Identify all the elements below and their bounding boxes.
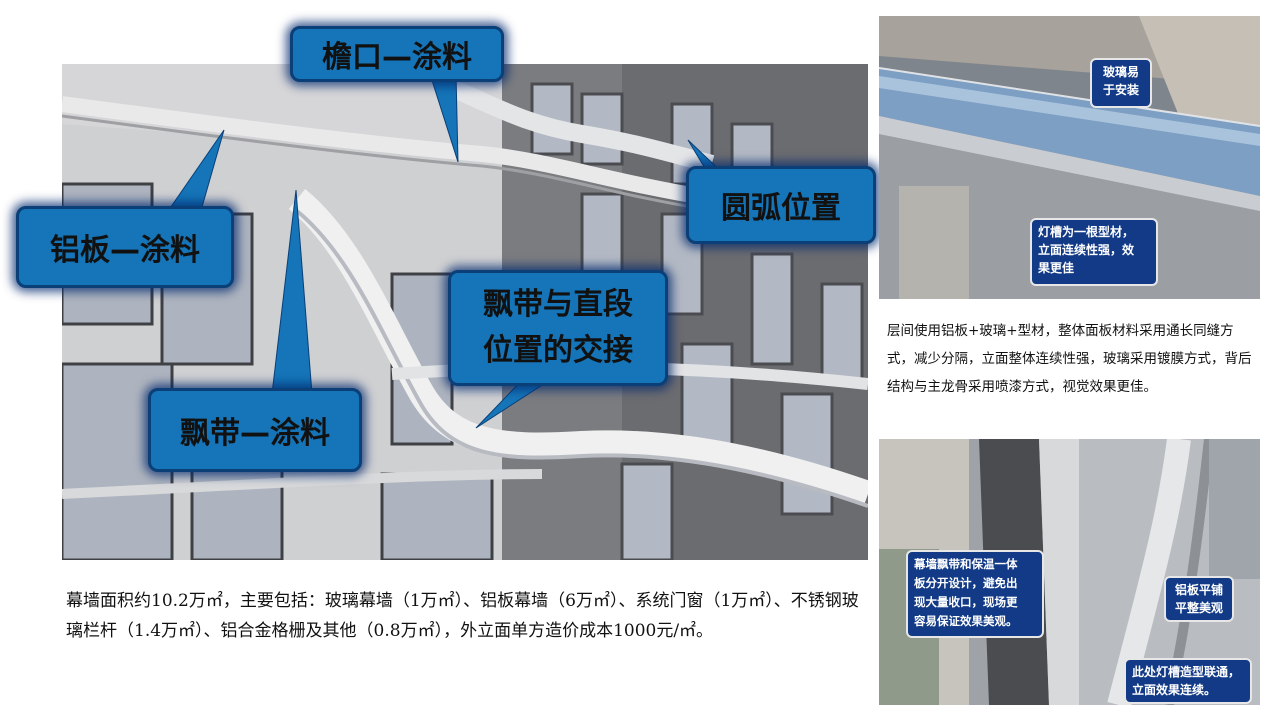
callout-lamp-slot: 此处灯槽造型联通， 立面效果连续。	[1124, 658, 1252, 704]
callout-junction-line1: 飘带与直段	[483, 287, 633, 322]
callout-aluminum-coating: 铝板—涂料	[16, 206, 234, 288]
callout-ribbon-insulation: 幕墙飘带和保温一体 板分开设计，避免出 现大量收口，现场更 容易保证效果美观。	[906, 550, 1044, 638]
callout-lamp-profile: 灯槽为一根型材， 立面连续性强，效 果更佳	[1030, 218, 1158, 286]
callout-ribbon-ins-line1: 幕墙飘带和保温一体	[914, 557, 1018, 571]
callout-ribbon-coating: 飘带—涂料	[148, 388, 362, 472]
callout-glass-line1: 玻璃易	[1102, 65, 1139, 79]
callout-ribbon-junction: 飘带与直段 位置的交接	[448, 270, 668, 386]
side-description: 层间使用铝板+玻璃+型材，整体面板材料采用通长同缝方式，减少分隔，立面整体连续性…	[887, 323, 1252, 395]
main-description: 幕墙面积约10.2万㎡，主要包括：玻璃幕墙（1万㎡）、铝板幕墙（6万㎡）、系统门…	[66, 591, 859, 641]
callout-lamp-line1: 灯槽为一根型材，	[1038, 225, 1135, 239]
callout-glass-line2: 于安装	[1102, 83, 1139, 97]
callout-junction-line2: 位置的交接	[483, 333, 633, 368]
callout-lamp-slot-line2: 立面效果连续。	[1132, 683, 1217, 697]
callout-flat-line2: 平整美观	[1174, 601, 1223, 615]
callout-eave-coating: 檐口—涂料	[290, 26, 504, 82]
photo-glass-drawing	[879, 16, 1260, 299]
callout-ribbon-text: 飘带—涂料	[180, 416, 330, 451]
callout-aluminum-text: 铝板—涂料	[50, 233, 200, 268]
callout-lamp-line2: 立面连续性强，效	[1038, 243, 1135, 257]
callout-aluminum-flat: 铝板平铺 平整美观	[1164, 576, 1234, 622]
callout-flat-line1: 铝板平铺	[1174, 583, 1223, 597]
callout-ribbon-ins-line3: 现大量收口，现场更	[914, 595, 1018, 609]
callout-glass-easy-install: 玻璃易 于安装	[1090, 58, 1152, 108]
callout-ribbon-ins-line2: 板分开设计，避免出	[914, 576, 1018, 590]
callout-eave-text: 檐口—涂料	[322, 40, 472, 75]
callout-arc-position: 圆弧位置	[686, 166, 876, 244]
callout-ribbon-ins-line4: 容易保证效果美观。	[914, 614, 1018, 628]
photo-glass-installation	[879, 16, 1260, 299]
callout-arc-text: 圆弧位置	[721, 191, 841, 226]
callout-lamp-line3: 果更佳	[1038, 261, 1075, 275]
callout-lamp-slot-line1: 此处灯槽造型联通，	[1132, 665, 1241, 679]
